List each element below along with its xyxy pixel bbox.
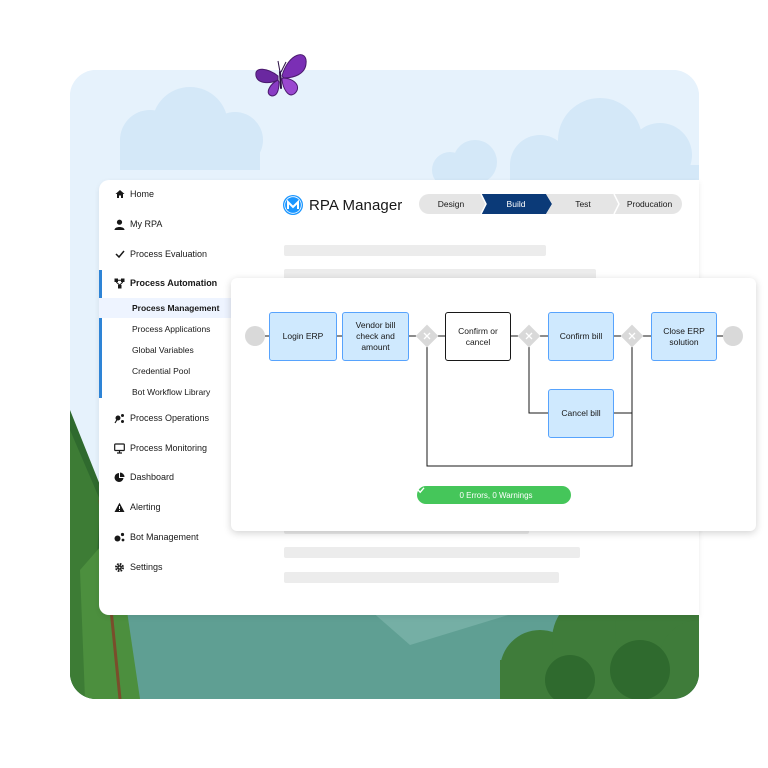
sidebar-item-label: Process Automation: [130, 278, 218, 288]
validation-status-badge: 0 Errors, 0 Warnings: [417, 486, 571, 504]
sidebar-subitem-process-management[interactable]: Process Management: [99, 298, 237, 318]
end-node[interactable]: [723, 326, 743, 346]
sidebar-subitem-label: Process Management: [132, 303, 220, 313]
home-icon: [114, 189, 125, 200]
sidebar-subitem-global-variables[interactable]: Global Variables: [99, 340, 237, 360]
app-title: RPA Manager: [309, 196, 403, 214]
warning-icon: [114, 502, 125, 513]
gateway-diamond-icon[interactable]: [620, 324, 644, 348]
flow-canvas: Login ERP Vendor bill check and amount C…: [231, 278, 756, 531]
flow-node-vendor-bill[interactable]: Vendor bill check and amount: [342, 312, 409, 361]
step-test[interactable]: Test: [575, 199, 591, 209]
sidebar-subitem-label: Bot Workflow Library: [132, 387, 211, 397]
sidebar-subitem-label: Global Variables: [132, 345, 194, 355]
sidebar-item-label: Home: [130, 189, 155, 199]
sidebar-item-label: Alerting: [130, 502, 161, 512]
gear-icon: [114, 562, 125, 573]
sidebar-item-label: Process Evaluation: [130, 249, 208, 259]
flow-node-cancel-bill[interactable]: Cancel bill: [548, 389, 614, 438]
sidebar-subitem-label: Process Applications: [132, 324, 211, 334]
app-header: RPA Manager: [283, 194, 402, 216]
sidebar-item-alerting[interactable]: Alerting: [99, 494, 237, 520]
monitor-icon: [114, 442, 125, 454]
sidebar-item-dashboard[interactable]: Dashboard: [99, 464, 237, 490]
sidebar-item-label: My RPA: [130, 219, 163, 229]
validation-status-text: 0 Errors, 0 Warnings: [459, 490, 533, 500]
flow-node-confirm-bill[interactable]: Confirm bill: [548, 312, 614, 361]
sidebar-item-label: Process Monitoring: [130, 443, 208, 453]
sidebar-item-process-automation[interactable]: Process Automation: [99, 270, 237, 296]
sidebar-item-label: Dashboard: [130, 472, 175, 482]
operations-icon: [114, 413, 125, 424]
placeholder-line: [284, 547, 580, 558]
sidebar-item-home[interactable]: Home: [99, 181, 237, 207]
flow-icon: [114, 278, 125, 289]
mulesoft-logo-icon: [283, 195, 303, 215]
flow-node-login-erp[interactable]: Login ERP: [269, 312, 337, 361]
sidebar-subitem-bot-workflow-library[interactable]: Bot Workflow Library: [99, 382, 237, 402]
sidebar-subitem-process-applications[interactable]: Process Applications: [99, 319, 237, 339]
start-node[interactable]: [245, 326, 265, 346]
sidebar-item-process-monitoring[interactable]: Process Monitoring: [99, 435, 237, 461]
sidebar-subitem-label: Credential Pool: [132, 366, 191, 376]
sidebar-subitem-credential-pool[interactable]: Credential Pool: [99, 361, 237, 381]
bot-icon: [114, 532, 125, 543]
placeholder-line: [284, 572, 559, 583]
butterfly-illustration: [250, 48, 310, 100]
sidebar-item-process-operations[interactable]: Process Operations: [99, 405, 237, 431]
sidebar-item-process-evaluation[interactable]: Process Evaluation: [99, 241, 237, 267]
step-production[interactable]: Producation: [626, 199, 673, 209]
placeholder-line: [284, 269, 596, 280]
sidebar-item-bot-management[interactable]: Bot Management: [99, 524, 237, 550]
sidebar-nav: Home My RPA Process Evaluation Process A…: [99, 180, 237, 615]
check-icon: [114, 249, 125, 260]
sidebar-item-settings[interactable]: Settings: [99, 554, 237, 580]
pie-chart-icon: [114, 472, 125, 483]
flow-node-confirm-or-cancel[interactable]: Confirm or cancel: [445, 312, 511, 361]
sidebar-item-label: Bot Management: [130, 532, 199, 542]
placeholder-line: [284, 245, 546, 256]
sidebar-item-my-rpa[interactable]: My RPA: [99, 211, 237, 237]
progress-stepper: Design Build Test Producation: [419, 194, 682, 214]
gateway-diamond-icon[interactable]: [415, 324, 439, 348]
sidebar-item-label: Process Operations: [130, 413, 210, 423]
gateway-diamond-icon[interactable]: [517, 324, 541, 348]
flow-node-close-erp[interactable]: Close ERP solution: [651, 312, 717, 361]
sidebar-item-label: Settings: [130, 562, 163, 572]
step-build[interactable]: Build: [506, 199, 526, 209]
user-icon: [114, 219, 125, 230]
step-design[interactable]: Design: [437, 199, 465, 209]
active-section-indicator: [99, 270, 102, 398]
